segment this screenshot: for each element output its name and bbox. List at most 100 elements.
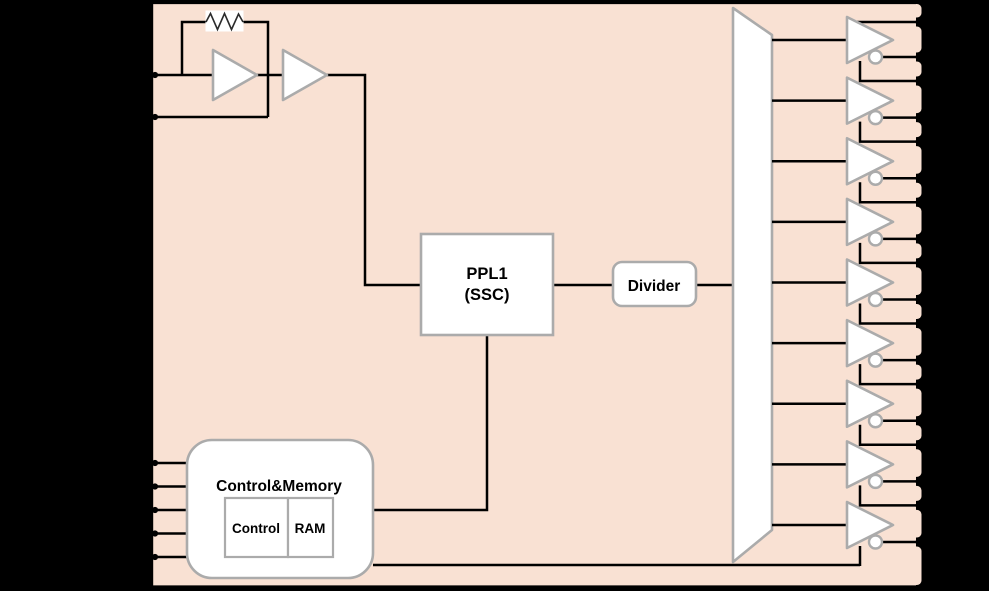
output-buffer — [772, 136, 921, 205]
inverter-bubble-icon — [867, 413, 884, 429]
output-buffer-icon — [845, 15, 895, 65]
output-buffer-icon — [845, 76, 895, 125]
edge-tab — [908, 4, 922, 18]
edge-tab — [908, 61, 922, 77]
output-buffer — [772, 76, 921, 145]
crystal-oscillator-cell — [205, 10, 329, 102]
output-buffer-icon — [845, 136, 895, 186]
output-pin-dot — [915, 78, 921, 84]
edge-tab-group — [908, 4, 922, 585]
osc-to-pll-wire — [327, 73, 421, 287]
buffer-routed-output-wire — [858, 121, 920, 143]
inverter-bubble-icon — [867, 49, 884, 65]
divider-label: Divider — [628, 278, 681, 295]
output-buffer-icon — [845, 379, 895, 429]
control-memory-block: Control&Memory Control RAM — [185, 438, 375, 580]
edge-tab — [908, 388, 922, 417]
buffer-routed-output-wire — [858, 485, 920, 507]
output-buffer-icon — [845, 197, 895, 247]
edge-tab — [908, 485, 922, 501]
control-pin-dot — [151, 459, 159, 467]
control-pin-dot — [151, 483, 159, 490]
output-buffer — [772, 379, 921, 448]
control-label: Control — [232, 521, 280, 536]
edge-tab — [908, 243, 922, 259]
wire-group — [151, 20, 860, 567]
feedback-wire-right — [243, 20, 270, 117]
edge-tab — [908, 304, 922, 319]
edge-tab — [908, 449, 922, 477]
edge-tab — [908, 425, 922, 441]
output-pin-dot — [915, 19, 921, 25]
pll-block: PPL1 (SSC) — [419, 232, 555, 337]
output-pin-dot — [915, 296, 921, 303]
inverter-bubble-icon — [867, 534, 884, 550]
edge-tab — [908, 146, 922, 174]
buffer-routed-output-wire — [858, 61, 920, 83]
divider-block: Divider — [611, 260, 698, 308]
pll-box — [419, 232, 555, 337]
edge-tab — [908, 182, 922, 198]
edge-tab — [908, 122, 922, 138]
resistor-body — [205, 10, 244, 32]
feedback-wire-left — [180, 20, 206, 75]
output-pin-dot — [915, 320, 921, 327]
inverter-bubble-icon — [867, 231, 884, 247]
output-pin-dot — [915, 357, 921, 363]
xout-pin-dot — [151, 113, 159, 121]
output-pin-dot — [915, 115, 921, 121]
control-input-pin-group — [151, 459, 188, 561]
fanout-mux-icon — [731, 6, 774, 564]
output-pin-dot — [915, 54, 921, 60]
xin-pin-dot — [151, 71, 159, 79]
ram-label: RAM — [295, 521, 326, 536]
control-pin-dot — [151, 506, 159, 514]
output-buffer-group — [772, 15, 921, 566]
edge-tab — [908, 509, 922, 538]
output-buffer — [772, 197, 921, 266]
inverter-bubble-icon — [867, 352, 884, 368]
resistor-zigzag-icon — [205, 11, 244, 32]
output-pin-dot — [915, 502, 921, 508]
output-pin-dot — [915, 236, 921, 242]
edge-tab — [908, 328, 922, 356]
pll-ssc-label: (SSC) — [465, 286, 510, 304]
inverter-bubble-icon — [867, 291, 884, 308]
output-pin-dot — [915, 199, 921, 205]
control-memory-title: Control&Memory — [216, 478, 342, 495]
output-buffer — [772, 258, 921, 327]
inverter-bubble-icon — [867, 473, 884, 490]
output-buffer-icon — [845, 440, 895, 489]
edge-tab — [908, 206, 922, 235]
output-pin-dot — [915, 478, 921, 484]
ram-sub-block — [286, 496, 335, 559]
buffer-routed-output-wire — [858, 303, 920, 325]
buffer-routed-output-wire — [858, 364, 920, 386]
output-pin-dot — [915, 381, 921, 387]
edge-tab — [908, 85, 922, 114]
output-pin-dot — [915, 139, 921, 145]
control-pin-dot — [151, 553, 159, 561]
buffer-routed-output-wire — [858, 242, 920, 265]
output-buffer-icon — [845, 258, 895, 307]
output-buffer — [772, 500, 921, 566]
output-buffer — [772, 318, 921, 387]
edge-tab — [908, 364, 922, 380]
buffer-routed-output-wire — [858, 424, 920, 446]
output-pin-dot — [915, 175, 921, 181]
pll-label: PPL1 — [466, 265, 507, 283]
output-buffer — [772, 15, 921, 84]
oscillator-buffer-icon — [281, 48, 329, 102]
output-pin-dot — [915, 418, 921, 424]
divider-box — [611, 260, 698, 308]
oscillator-amp-icon — [211, 48, 259, 102]
chip-outline — [150, 0, 916, 589]
output-pin-dot — [915, 442, 921, 448]
output-buffer-icon — [845, 318, 895, 368]
pll-to-control-wire — [373, 335, 489, 512]
inverter-bubble-icon — [867, 109, 884, 126]
output-pin-dot — [915, 539, 921, 545]
edge-tab — [908, 546, 922, 585]
